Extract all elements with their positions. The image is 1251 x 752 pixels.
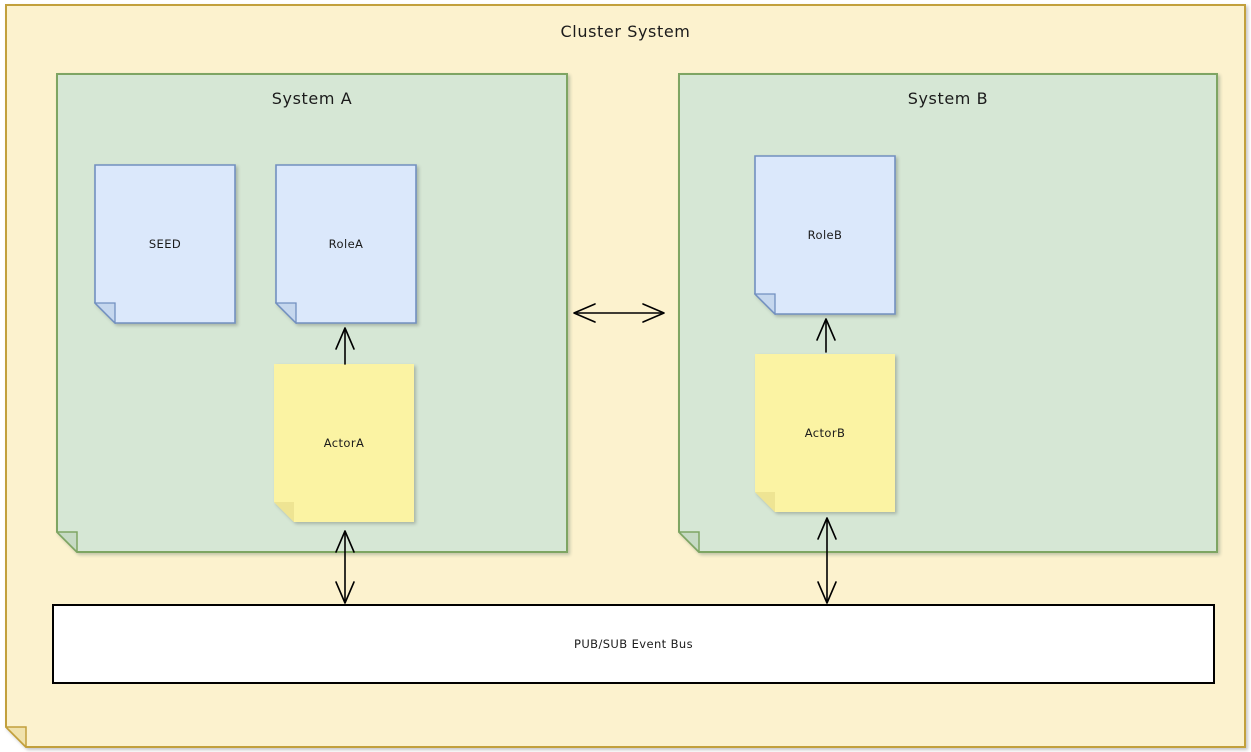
cluster-title: Cluster System <box>560 22 691 41</box>
note-rolea: RoleA <box>275 164 417 324</box>
note-seed: SEED <box>94 164 236 324</box>
folded-corner-icon <box>275 302 297 324</box>
system-a-box: System A SEED RoleA <box>56 73 568 553</box>
note-rolea-label: RoleA <box>328 237 364 251</box>
note-shape <box>94 164 236 324</box>
folded-corner-icon <box>56 531 78 553</box>
folded-corner-icon <box>5 726 27 748</box>
note-actora-label: ActorA <box>323 436 365 450</box>
pubsub-event-bus: PUB/SUB Event Bus <box>52 604 1215 684</box>
note-actorb-label: ActorB <box>804 426 846 440</box>
note-seed-label: SEED <box>148 237 182 251</box>
note-shape <box>275 164 417 324</box>
folded-corner-icon <box>94 302 116 324</box>
folded-corner-icon <box>755 492 775 512</box>
note-roleb: RoleB <box>754 155 896 315</box>
system-a-title: System A <box>271 89 353 108</box>
folded-corner-icon <box>754 293 776 315</box>
system-b-box: System B RoleB ActorB <box>678 73 1218 553</box>
pubsub-event-bus-label: PUB/SUB Event Bus <box>574 637 693 651</box>
note-roleb-label: RoleB <box>807 228 843 242</box>
folded-corner-icon <box>678 531 700 553</box>
note-actorb: ActorB <box>754 353 896 513</box>
note-shape <box>274 364 414 522</box>
cluster-system-container: Cluster System System A SEED Rol <box>5 4 1246 748</box>
note-shape <box>755 354 895 512</box>
note-shape <box>754 155 896 315</box>
folded-corner-icon <box>274 502 294 522</box>
note-actora: ActorA <box>273 363 415 523</box>
system-b-title: System B <box>907 89 989 108</box>
